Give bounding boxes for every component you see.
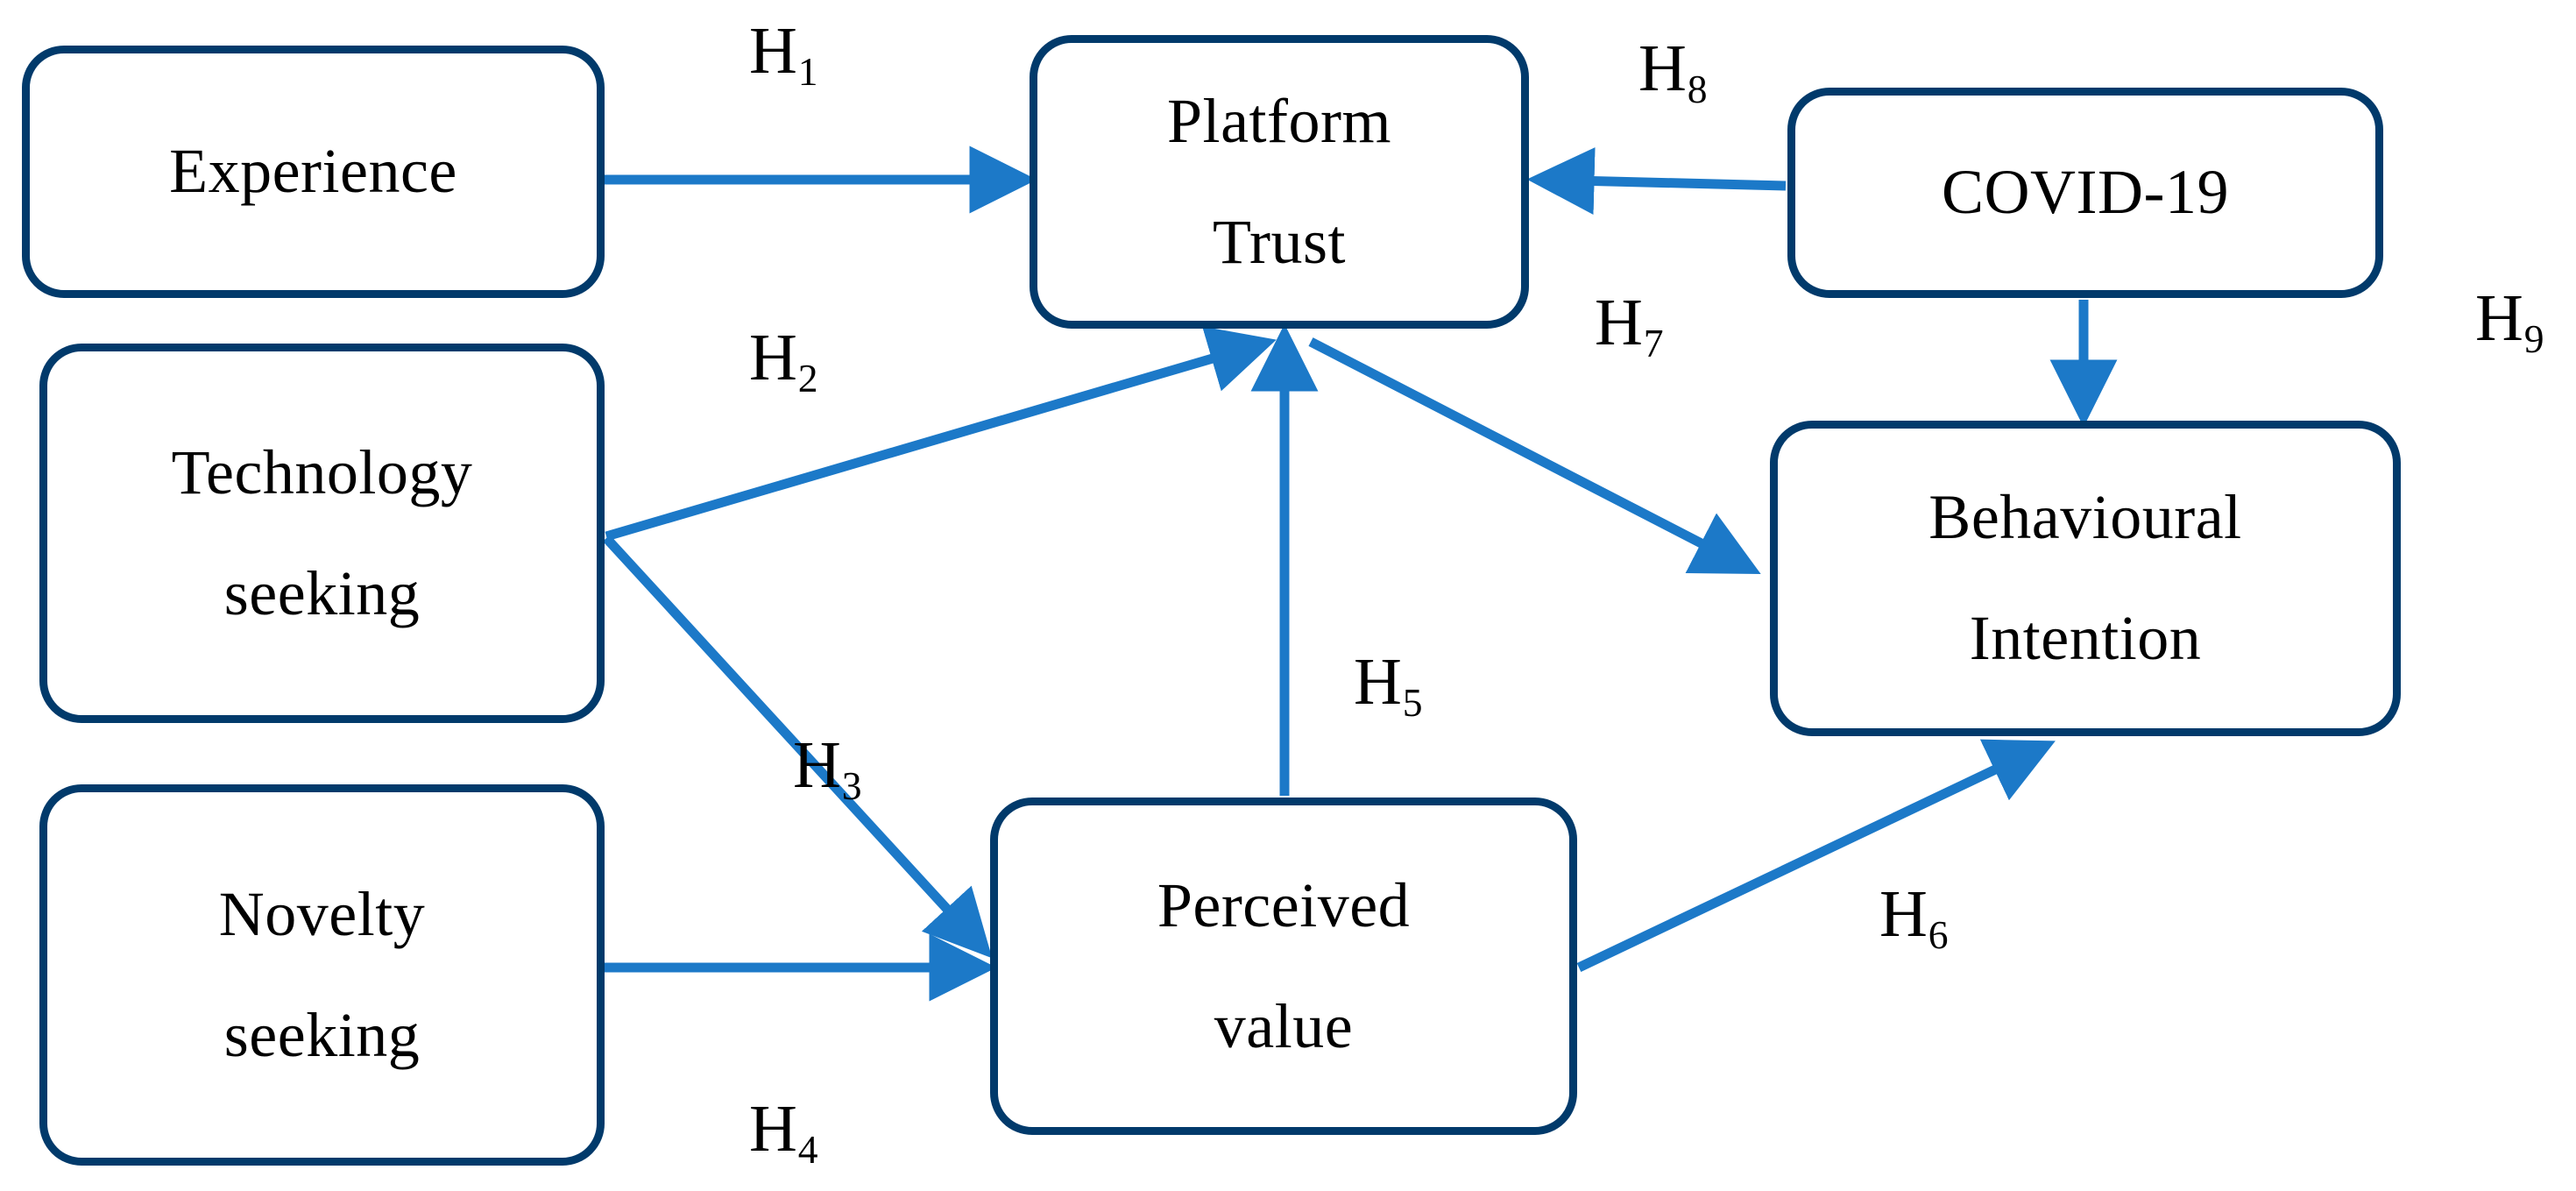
hypothesis-label-h7: H7 [1595,286,1664,363]
hypothesis-label-h4: H4 [749,1095,818,1169]
node-technology-seeking-line-1: Technology [171,436,473,507]
node-technology-seeking-line-2: seeking [223,557,421,628]
hypothesis-label-h8: H8 [1638,32,1708,109]
hypothesis-label-h2: H2 [749,321,818,398]
node-experience-line-1: Experience [169,136,457,207]
node-perceived-value[interactable]: Perceived value [990,798,1577,1135]
hypothesis-label-h2-base: H [749,321,797,394]
node-perceived-value-line-2: value [1214,990,1354,1061]
node-platform-trust[interactable]: Platform Trust [1030,35,1529,329]
hypothesis-label-h1-sub: 1 [797,48,818,94]
hypothesis-label-h9: H9 [2475,285,2544,358]
hypothesis-label-h1: H1 [749,18,818,91]
hypothesis-label-h3-sub: 3 [841,762,862,808]
hypothesis-label-h3: H3 [793,732,862,805]
hypothesis-label-h9-sub: 9 [2523,315,2544,361]
node-novelty-seeking-line-2: seeking [223,999,421,1070]
node-behavioural-intention-line-2: Intention [1969,603,2202,673]
hypothesis-label-h5-base: H [1354,645,1402,719]
hypothesis-label-h4-base: H [749,1092,797,1166]
node-behavioural-intention[interactable]: Behavioural Intention [1770,421,2401,736]
node-platform-trust-line-2: Trust [1213,206,1346,277]
hypothesis-label-h6-base: H [1879,877,1928,951]
node-covid-19-line-1: COVID-19 [1942,157,2229,228]
hypothesis-label-h7-base: H [1595,286,1643,359]
hypothesis-label-h5-sub: 5 [1402,679,1423,725]
node-behavioural-intention-line-1: Behavioural [1928,482,2242,553]
hypothesis-label-h8-sub: 8 [1687,66,1708,111]
hypothesis-label-h6: H6 [1879,881,1949,954]
edge-h8 [1526,147,1787,216]
hypothesis-label-h3-base: H [793,728,841,802]
hypothesis-label-h5: H5 [1354,649,1423,722]
hypothesis-label-h4-sub: 4 [797,1126,818,1172]
node-experience[interactable]: Experience [22,46,605,298]
node-platform-trust-line-1: Platform [1167,85,1391,156]
node-perceived-value-line-1: Perceived [1157,869,1411,940]
hypothesis-label-h2-sub: 2 [797,355,818,401]
node-novelty-seeking[interactable]: Novelty seeking [39,784,605,1166]
hypothesis-label-h1-base: H [749,14,797,88]
node-novelty-seeking-line-1: Novelty [218,878,426,949]
hypothesis-label-h7-sub: 7 [1643,320,1664,365]
edge-h3 [602,535,993,959]
hypothesis-label-h6-sub: 6 [1928,911,1949,957]
edge-h7 [1308,337,1761,575]
edge-h2 [605,326,1277,542]
node-technology-seeking[interactable]: Technology seeking [39,344,605,723]
hypothesis-label-h8-base: H [1638,32,1687,105]
hypothesis-label-h9-base: H [2475,281,2523,355]
node-covid-19[interactable]: COVID-19 [1787,88,2383,298]
edge-h6 [1576,739,2056,972]
